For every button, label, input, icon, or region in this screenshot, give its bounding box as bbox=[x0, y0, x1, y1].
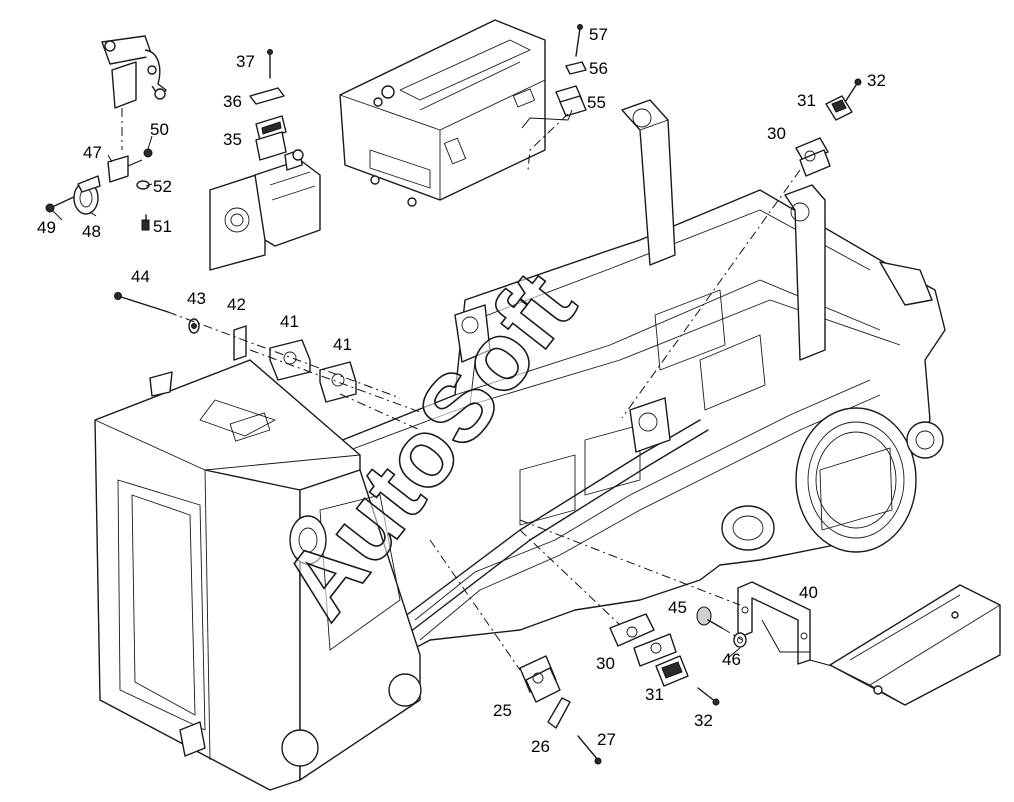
part-49-bolt bbox=[45, 195, 77, 213]
part-47-bracket bbox=[107, 155, 143, 183]
filter-assembly bbox=[101, 35, 167, 150]
part-32-bolt-bottom bbox=[697, 687, 720, 706]
leader-lines bbox=[51, 135, 833, 667]
part-55-clamp bbox=[521, 85, 587, 129]
part-26-plate bbox=[547, 697, 571, 729]
callout-30-bottom: 30 bbox=[596, 654, 615, 673]
part-35-clamp bbox=[255, 115, 287, 161]
machine-frame bbox=[94, 99, 946, 791]
callout-35: 35 bbox=[223, 130, 242, 149]
callout-31-bottom: 31 bbox=[645, 685, 664, 704]
part-57-bolt bbox=[575, 24, 583, 57]
part-30-clamp-top bbox=[795, 137, 831, 177]
callout-41-b: 41 bbox=[333, 335, 352, 354]
callout-47: 47 bbox=[83, 143, 102, 162]
part-51-bolt bbox=[141, 214, 150, 231]
part-48-clamp bbox=[73, 175, 101, 215]
callout-labels: 57 56 55 37 36 35 47 50 52 51 49 48 31 3… bbox=[37, 25, 886, 756]
hydraulic-pump bbox=[209, 149, 321, 271]
part-31-plate-bottom bbox=[655, 655, 689, 687]
callout-37: 37 bbox=[236, 52, 255, 71]
part-41-clamp-b bbox=[319, 361, 357, 403]
part-27-bolt bbox=[577, 735, 602, 765]
callout-26: 26 bbox=[531, 737, 550, 756]
callout-40: 40 bbox=[799, 583, 818, 602]
part-36-plate bbox=[249, 87, 285, 105]
callout-44: 44 bbox=[131, 267, 150, 286]
callout-31-top: 31 bbox=[797, 91, 816, 110]
part-25-clamp bbox=[519, 655, 561, 703]
part-46-washer bbox=[733, 632, 747, 648]
callout-55: 55 bbox=[587, 93, 606, 112]
callout-45: 45 bbox=[668, 598, 687, 617]
callout-43: 43 bbox=[187, 289, 206, 308]
part-52-washer bbox=[136, 180, 150, 190]
part-30-clamp-bottom bbox=[609, 613, 677, 667]
hydraulic-tank bbox=[339, 19, 546, 207]
part-42-plate bbox=[233, 325, 247, 361]
callout-56: 56 bbox=[589, 59, 608, 78]
callout-52: 52 bbox=[153, 177, 172, 196]
part-45-bolt bbox=[696, 606, 723, 629]
callout-36: 36 bbox=[223, 92, 242, 111]
part-43-nut bbox=[188, 318, 200, 334]
part-50-nut bbox=[143, 148, 153, 158]
callout-50: 50 bbox=[150, 120, 169, 139]
callout-32-bottom: 32 bbox=[694, 711, 713, 730]
part-31-plate-top bbox=[825, 95, 853, 121]
tray bbox=[829, 584, 1001, 706]
callout-27: 27 bbox=[597, 730, 616, 749]
callout-41-a: 41 bbox=[280, 312, 299, 331]
part-37-bolt bbox=[267, 49, 273, 79]
callout-32-top: 32 bbox=[867, 71, 886, 90]
callout-48: 48 bbox=[82, 222, 101, 241]
callout-46: 46 bbox=[722, 650, 741, 669]
callout-25: 25 bbox=[493, 701, 512, 720]
part-44-long-bolt bbox=[114, 292, 169, 313]
assembly-lines bbox=[167, 113, 801, 671]
callout-49: 49 bbox=[37, 218, 56, 237]
callout-57: 57 bbox=[589, 25, 608, 44]
callout-42: 42 bbox=[227, 295, 246, 314]
part-56-plate bbox=[565, 61, 587, 75]
callout-30-top: 30 bbox=[767, 124, 786, 143]
callout-51: 51 bbox=[153, 217, 172, 236]
